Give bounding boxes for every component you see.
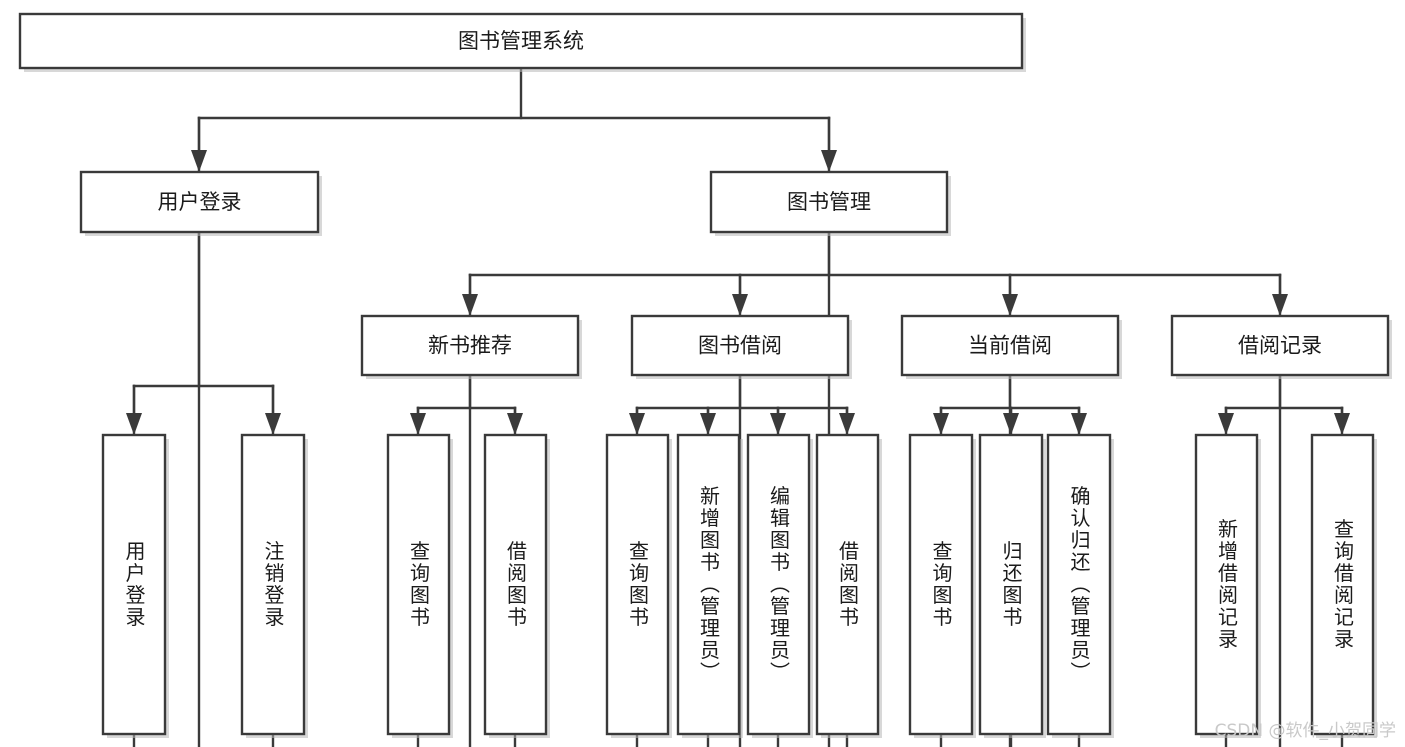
node-label: 新增借阅记录 bbox=[1215, 518, 1239, 650]
node-level1-用户登录[interactable]: 用户登录 bbox=[79, 170, 322, 236]
node-leaf-12-查询借阅记录[interactable]: 查询借阅记录 bbox=[1310, 433, 1377, 738]
node-leaf-4-查询图书[interactable]: 查询图书 bbox=[605, 433, 672, 738]
connector-group-1-图书借阅-arrow-3 bbox=[839, 413, 855, 435]
node-box[interactable] bbox=[900, 314, 1120, 377]
node-label: 编辑图书（管理员） bbox=[767, 485, 791, 683]
node-box[interactable] bbox=[1310, 433, 1375, 736]
node-box[interactable] bbox=[709, 170, 949, 234]
node-box[interactable] bbox=[1170, 314, 1390, 377]
node-leaf-3-借阅图书[interactable]: 借阅图书 bbox=[483, 433, 550, 738]
node-box[interactable] bbox=[101, 433, 167, 736]
node-label: 用户登录 bbox=[158, 190, 242, 214]
connector-manage-to-level2-arrow-0 bbox=[462, 294, 478, 316]
node-label: 查询借阅记录 bbox=[1331, 518, 1355, 650]
connector-group-3-借阅记录-arrow-0 bbox=[1218, 413, 1234, 435]
node-box[interactable] bbox=[18, 12, 1024, 70]
connector-root-to-level1-arrow-0 bbox=[191, 150, 207, 172]
node-label: 查询图书 bbox=[626, 540, 650, 628]
connector-group-2-当前借阅-arrow-2 bbox=[1071, 413, 1087, 435]
connector-group-1-图书借阅-arrow-0 bbox=[629, 413, 645, 435]
node-label: 新书推荐 bbox=[428, 334, 512, 358]
connector-group-0-新书推荐-arrow-0 bbox=[410, 413, 426, 435]
node-box[interactable] bbox=[815, 433, 880, 736]
node-box[interactable] bbox=[386, 433, 451, 736]
node-label: 图书借阅 bbox=[698, 334, 782, 358]
node-label: 借阅记录 bbox=[1238, 334, 1322, 358]
node-box[interactable] bbox=[676, 433, 741, 736]
node-level2-当前借阅[interactable]: 当前借阅 bbox=[900, 314, 1122, 379]
node-box[interactable] bbox=[1046, 433, 1112, 736]
node-leaf-5-新增图书（管理员）[interactable]: 新增图书（管理员） bbox=[676, 433, 743, 738]
node-leaf-11-新增借阅记录[interactable]: 新增借阅记录 bbox=[1194, 433, 1261, 738]
node-label: 图书管理 bbox=[787, 190, 871, 214]
node-leaf-2-查询图书[interactable]: 查询图书 bbox=[386, 433, 453, 738]
node-level2-图书借阅[interactable]: 图书借阅 bbox=[630, 314, 852, 379]
node-leaf-1-注销登录[interactable]: 注销登录 bbox=[240, 433, 308, 738]
connector-group-1-图书借阅-arrow-1 bbox=[700, 413, 716, 435]
connector-manage-to-level2-arrow-1 bbox=[732, 294, 748, 316]
node-box[interactable] bbox=[978, 433, 1044, 736]
node-leaf-7-借阅图书[interactable]: 借阅图书 bbox=[815, 433, 882, 738]
connector-manage-to-level2-arrow-3 bbox=[1272, 294, 1288, 316]
connector-manage-to-level2-arrow-2 bbox=[1002, 294, 1018, 316]
connector-group-1-图书借阅-arrow-2 bbox=[770, 413, 786, 435]
node-box[interactable] bbox=[360, 314, 580, 377]
node-label: 查询图书 bbox=[929, 540, 953, 628]
connector-login-to-leaves-arrow-1 bbox=[265, 413, 281, 435]
node-label: 借阅图书 bbox=[504, 540, 528, 628]
node-label: 确认归还（管理员） bbox=[1067, 485, 1091, 683]
node-label: 注销登录 bbox=[261, 540, 285, 628]
node-level2-借阅记录[interactable]: 借阅记录 bbox=[1170, 314, 1392, 379]
node-label: 查询图书 bbox=[407, 540, 431, 628]
node-label: 当前借阅 bbox=[968, 334, 1052, 358]
node-label: 用户登录 bbox=[122, 541, 146, 629]
node-leaf-0-用户登录[interactable]: 用户登录 bbox=[101, 433, 169, 738]
node-box[interactable] bbox=[1194, 433, 1259, 736]
node-root-图书管理系统[interactable]: 图书管理系统 bbox=[18, 12, 1026, 72]
node-leaf-6-编辑图书（管理员）[interactable]: 编辑图书（管理员） bbox=[746, 433, 813, 738]
node-box[interactable] bbox=[605, 433, 670, 736]
connector-root-to-level1-arrow-1 bbox=[821, 150, 837, 172]
node-leaf-10-确认归还（管理员）[interactable]: 确认归还（管理员） bbox=[1046, 433, 1114, 738]
node-leaf-9-归还图书[interactable]: 归还图书 bbox=[978, 433, 1046, 738]
node-box[interactable] bbox=[240, 433, 306, 736]
connector-login-to-leaves-arrow-0 bbox=[126, 413, 142, 435]
node-box[interactable] bbox=[908, 433, 974, 736]
node-leaf-8-查询图书[interactable]: 查询图书 bbox=[908, 433, 976, 738]
node-box[interactable] bbox=[746, 433, 811, 736]
node-box[interactable] bbox=[630, 314, 850, 377]
node-box[interactable] bbox=[79, 170, 320, 234]
node-label: 借阅图书 bbox=[836, 540, 860, 628]
node-label: 图书管理系统 bbox=[458, 29, 584, 53]
node-level1-图书管理[interactable]: 图书管理 bbox=[709, 170, 951, 236]
connector-group-0-新书推荐-arrow-1 bbox=[507, 413, 523, 435]
connector-group-2-当前借阅-arrow-1 bbox=[1003, 413, 1019, 435]
node-label: 归还图书 bbox=[999, 540, 1023, 628]
node-box[interactable] bbox=[483, 433, 548, 736]
connector-group-2-当前借阅-arrow-0 bbox=[933, 413, 949, 435]
connector-group-3-借阅记录-arrow-1 bbox=[1334, 413, 1350, 435]
node-layer: 图书管理系统用户登录图书管理新书推荐图书借阅当前借阅借阅记录用户登录注销登录查询… bbox=[18, 12, 1392, 738]
node-label: 新增图书（管理员） bbox=[697, 485, 721, 683]
node-level2-新书推荐[interactable]: 新书推荐 bbox=[360, 314, 582, 379]
csdn-watermark: CSDN @软件_小贺同学 bbox=[1215, 721, 1396, 741]
